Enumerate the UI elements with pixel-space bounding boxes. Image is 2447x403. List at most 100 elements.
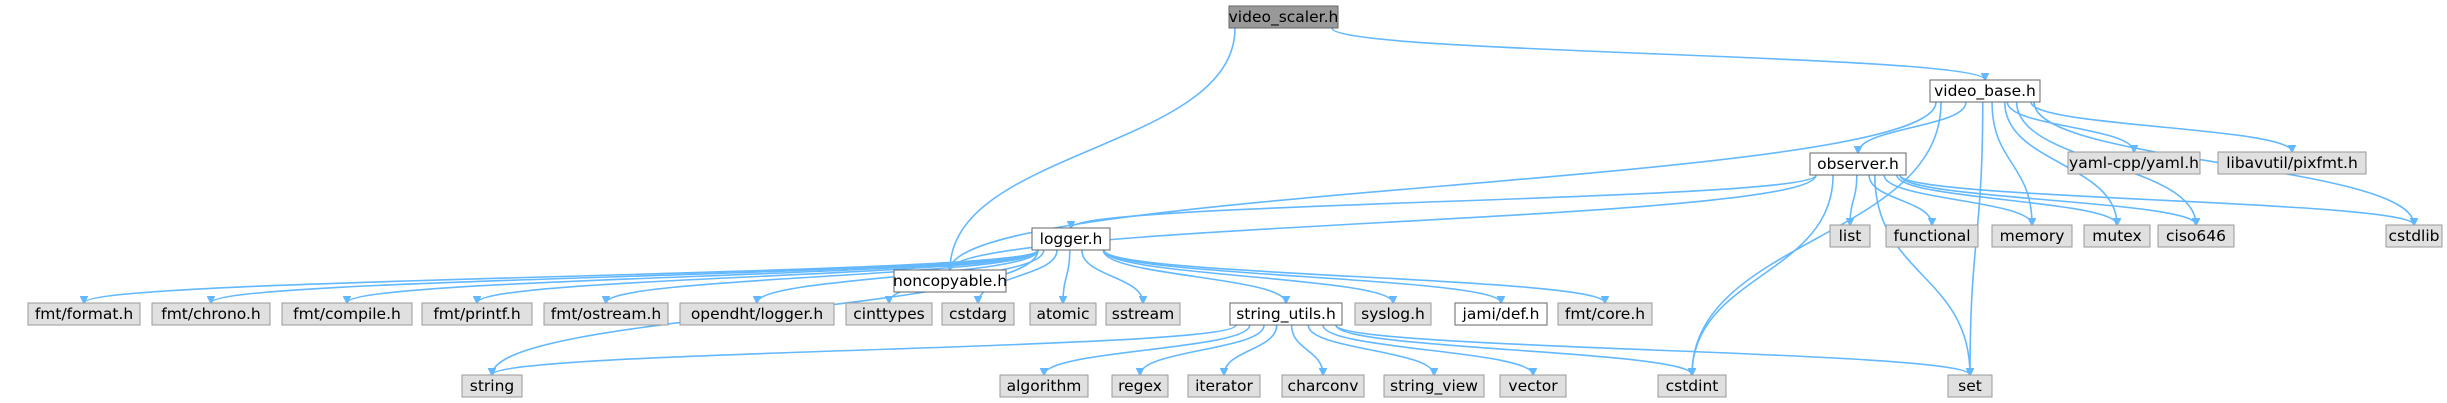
node-box — [1947, 374, 1993, 398]
node-box — [1228, 5, 1339, 29]
node-box — [1929, 79, 2041, 103]
edge-string_utils-to-algorithm — [1044, 324, 1251, 375]
node-label: cstdint — [1666, 377, 1719, 395]
edge-video_base-to-cstdint — [1692, 101, 1942, 375]
node-cinttypes: cinttypes — [845, 302, 933, 326]
edge-video_base-to-yaml — [2006, 101, 2134, 152]
node-box — [1229, 302, 1343, 326]
node-cstdarg: cstdarg — [941, 302, 1015, 326]
edge-logger-to-cstdarg — [978, 249, 1058, 303]
node-charconv: charconv — [1281, 374, 1365, 398]
node-label: set — [1958, 377, 1982, 395]
node-box — [1657, 374, 1727, 398]
edge-video_base-to-observer — [1858, 101, 1967, 153]
edge-logger-to-string_utils — [1102, 249, 1286, 303]
node-cstdlib: cstdlib — [2385, 224, 2443, 248]
edge-string_utils-to-set — [1335, 324, 1970, 375]
node-yaml: yaml-cpp/yaml.h — [2067, 151, 2201, 175]
node-label: string — [470, 377, 515, 395]
node-box — [151, 302, 271, 326]
node-label: video_base.h — [1934, 82, 2036, 101]
edge-observer-to-cstdlib — [1899, 174, 2414, 225]
node-label: fmt/ostream.h — [551, 305, 661, 323]
node-label: video_scaler.h — [1229, 8, 1339, 27]
node-box — [1187, 374, 1261, 398]
edge-string_utils-to-regex — [1140, 324, 1265, 375]
edge-string_utils-to-charconv — [1290, 324, 1323, 375]
node-label: regex — [1118, 377, 1162, 395]
node-atomic: atomic — [1029, 302, 1097, 326]
node-label: fmt/printf.h — [433, 305, 520, 323]
edges-layer — [84, 27, 2414, 375]
node-syslog: syslog.h — [1354, 302, 1432, 326]
node-pixfmt: libavutil/pixfmt.h — [2217, 151, 2367, 175]
node-mutex: mutex — [2083, 224, 2151, 248]
node-box — [1029, 302, 1097, 326]
node-sstream: sstream — [1105, 302, 1181, 326]
edge-string_utils-to-string_view — [1307, 324, 1434, 375]
edge-video_base-to-noncopyable — [950, 101, 1937, 270]
node-jami-def[interactable]: jami/def.h — [1454, 302, 1548, 326]
edge-observer-to-logger — [1071, 174, 1817, 228]
node-logger[interactable]: logger.h — [1031, 227, 1111, 251]
node-label: list — [1839, 227, 1862, 245]
node-noncopyable[interactable]: noncopyable.h — [893, 269, 1007, 293]
node-label: fmt/compile.h — [293, 305, 401, 323]
node-label: fmt/core.h — [1565, 305, 1645, 323]
node-video-base[interactable]: video_base.h — [1929, 79, 2041, 103]
edge-observer-to-list — [1850, 174, 1858, 225]
node-box — [1354, 302, 1432, 326]
edge-video_base-to-pixfmt — [2030, 101, 2292, 152]
node-box — [1111, 374, 1169, 398]
node-box — [1809, 152, 1907, 176]
edge-video_scaler-to-noncopyable — [950, 27, 1236, 270]
node-label: opendht/logger.h — [691, 305, 823, 323]
node-fmt-core: fmt/core.h — [1557, 302, 1653, 326]
node-box — [1105, 302, 1181, 326]
node-string: string — [461, 374, 523, 398]
node-string-view: string_view — [1383, 374, 1485, 398]
node-box — [1281, 374, 1365, 398]
node-label: iterator — [1195, 377, 1253, 395]
node-label: jami/def.h — [1462, 305, 1540, 323]
node-box — [543, 302, 669, 326]
node-string-utils[interactable]: string_utils.h — [1229, 302, 1343, 326]
edge-video_base-to-mutex — [2004, 101, 2117, 225]
node-observer[interactable]: observer.h — [1809, 152, 1907, 176]
node-label: observer.h — [1817, 155, 1899, 173]
node-label: string_utils.h — [1236, 305, 1336, 324]
node-box — [421, 302, 533, 326]
node-box — [941, 302, 1015, 326]
node-ciso646: ciso646 — [2157, 224, 2235, 248]
node-algorithm: algorithm — [999, 374, 1089, 398]
node-functional: functional — [1885, 224, 1979, 248]
node-video-scaler[interactable]: video_scaler.h — [1228, 5, 1339, 29]
node-box — [2157, 224, 2235, 248]
node-fmt-chrono: fmt/chrono.h — [151, 302, 271, 326]
node-label: vector — [1508, 377, 1558, 395]
node-box — [845, 302, 933, 326]
node-label: logger.h — [1040, 230, 1103, 248]
node-box — [461, 374, 523, 398]
node-box — [2217, 151, 2367, 175]
node-box — [1829, 224, 1871, 248]
node-label: functional — [1893, 227, 1970, 245]
node-box — [1991, 224, 2073, 248]
node-label: syslog.h — [1361, 305, 1425, 323]
edge-logger-to-fmt_printf — [477, 249, 1039, 303]
node-fmt-compile: fmt/compile.h — [281, 302, 413, 326]
node-box — [1383, 374, 1485, 398]
node-box — [893, 269, 1007, 293]
edge-string_utils-to-iterator — [1224, 324, 1278, 375]
node-vector: vector — [1499, 374, 1567, 398]
edge-video_scaler-to-video_base — [1331, 27, 1985, 80]
node-fmt-ostream: fmt/ostream.h — [543, 302, 669, 326]
node-label: cstdlib — [2389, 227, 2440, 245]
edge-logger-to-jami_def — [1103, 249, 1501, 303]
node-label: cinttypes — [853, 305, 924, 323]
edge-observer-to-functional — [1868, 174, 1932, 225]
node-box — [1499, 374, 1567, 398]
edge-observer-to-mutex — [1896, 174, 2117, 225]
edge-logger-to-atomic — [1063, 249, 1071, 303]
node-box — [27, 302, 141, 326]
